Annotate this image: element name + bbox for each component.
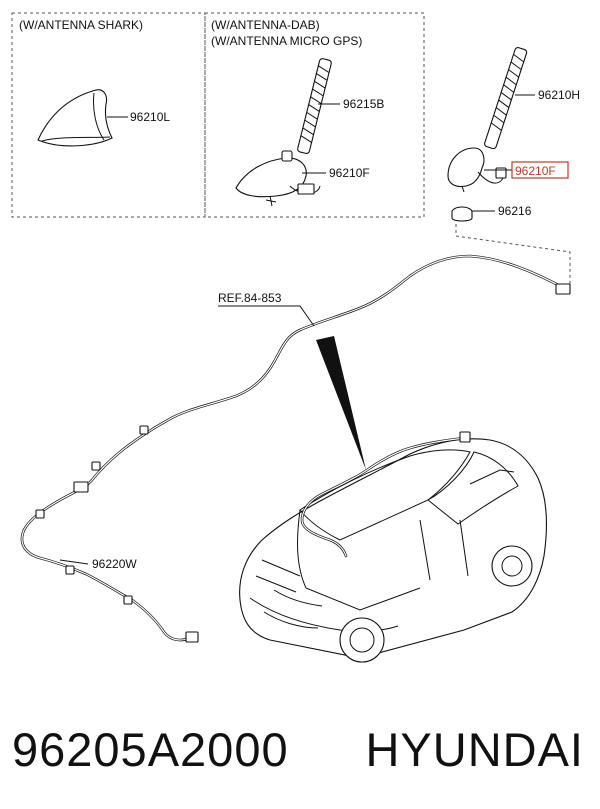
car-illustration (239, 438, 547, 663)
grommet-link-line (455, 224, 571, 288)
dab-box-title-2: (W/ANTENNA MICRO GPS) (211, 34, 362, 48)
label-96210F-dab: 96210F (329, 166, 370, 180)
antenna-cable (20, 254, 571, 643)
shark-antenna-box (11, 12, 206, 218)
label-96216: 96216 (498, 204, 532, 218)
dab-antenna-base (235, 150, 321, 207)
parts-diagram: (W/ANTENNA SHARK) (W/ANTENNA-DAB) (W/ANT… (11, 12, 580, 663)
footer: 96205A2000 HYUNDAI (0, 710, 600, 800)
pointer-wedge (316, 336, 366, 470)
label-96220W: 96220W (92, 557, 137, 571)
dab-box-title-1: (W/ANTENNA-DAB) (211, 18, 320, 32)
label-96215B: 96215B (343, 97, 384, 111)
label-96210L: 96210L (130, 110, 170, 124)
part-number: 96205A2000 (12, 723, 289, 776)
leader-ref (218, 305, 315, 327)
label-ref: REF.84-853 (218, 291, 282, 305)
grommet (451, 206, 473, 222)
shark-fin-antenna (37, 89, 113, 147)
highlight-box (511, 161, 569, 179)
leader-96220W (59, 559, 89, 565)
label-96210H: 96210H (538, 88, 580, 102)
standard-antenna-rod (484, 47, 528, 150)
dab-antenna-box (204, 12, 425, 218)
roof-harness (300, 431, 471, 558)
shark-box-title: (W/ANTENNA SHARK) (19, 18, 143, 32)
brand-name: HYUNDAI (365, 723, 584, 776)
label-96210F-hl: 96210F (515, 164, 556, 178)
dab-antenna-rod (297, 58, 332, 154)
